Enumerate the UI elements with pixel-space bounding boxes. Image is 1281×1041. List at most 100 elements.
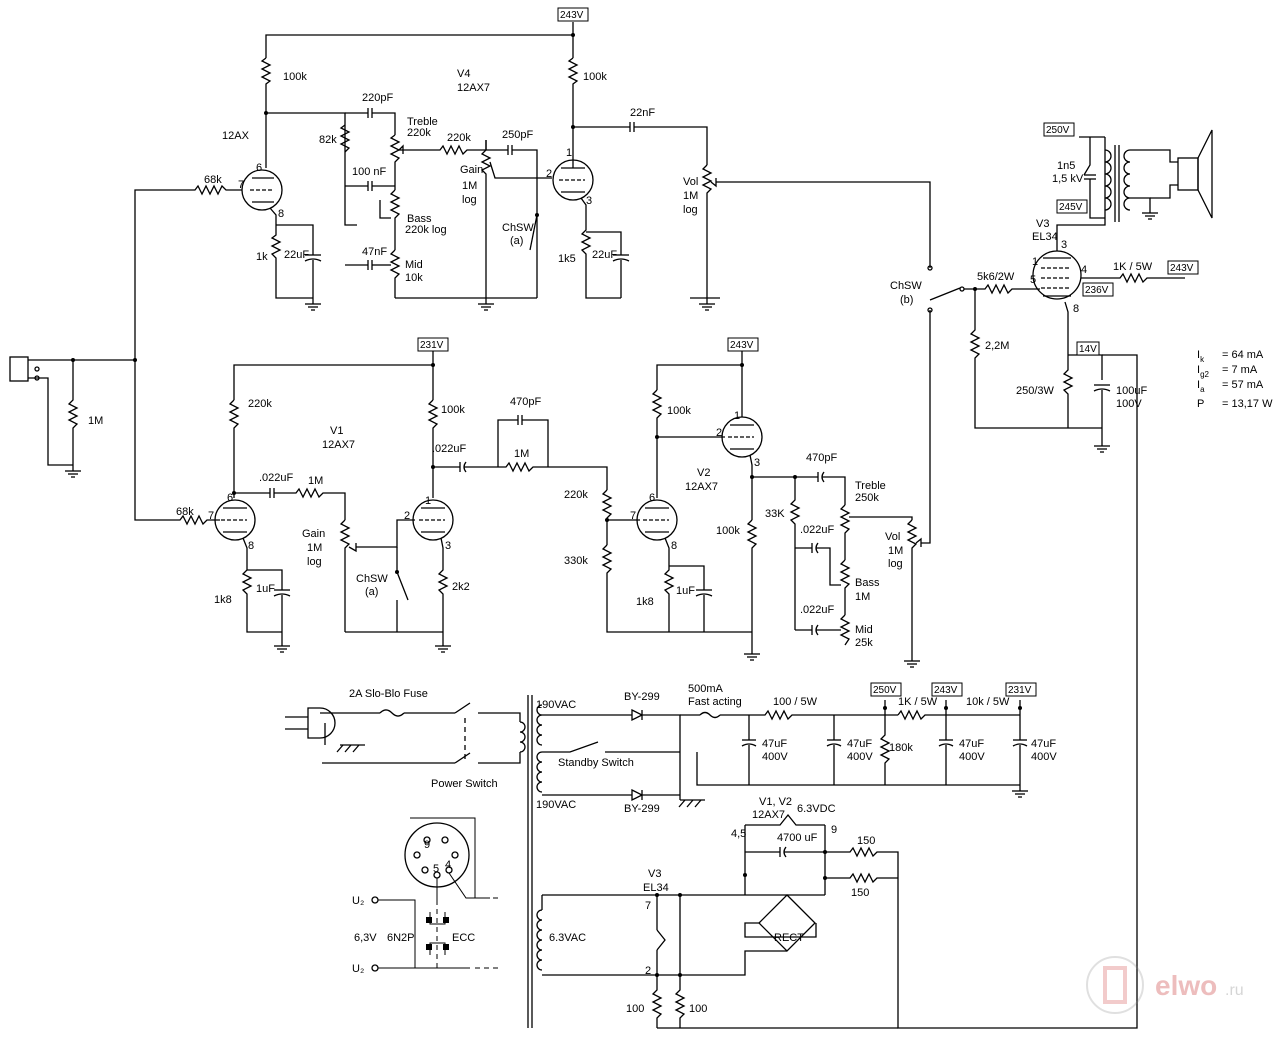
- svg-text:1M: 1M: [307, 542, 322, 554]
- svg-text:1uF: 1uF: [256, 583, 275, 595]
- svg-text:2: 2: [546, 168, 552, 180]
- svg-text:22uF: 22uF: [592, 249, 617, 261]
- svg-text:12AX7: 12AX7: [685, 481, 718, 493]
- svg-text:ECC: ECC: [452, 932, 475, 944]
- svg-text:250pF: 250pF: [502, 129, 533, 141]
- svg-text:.022uF: .022uF: [432, 443, 467, 455]
- svg-text:6.3VDC: 6.3VDC: [797, 803, 836, 815]
- svg-text:BY-299: BY-299: [624, 803, 660, 815]
- svg-text:8: 8: [278, 208, 284, 220]
- svg-text:243V: 243V: [730, 340, 754, 351]
- svg-text:(a): (a): [510, 235, 523, 247]
- svg-text:6,3V: 6,3V: [354, 932, 377, 944]
- svg-text:150: 150: [851, 887, 869, 899]
- svg-text:EL34: EL34: [1032, 231, 1058, 243]
- svg-text:U₂: U₂: [352, 963, 364, 975]
- svg-text:log: log: [462, 194, 477, 206]
- svg-text:1: 1: [425, 495, 431, 507]
- svg-text:250V: 250V: [1046, 125, 1070, 136]
- svg-text:V1, V2: V1, V2: [759, 796, 792, 808]
- svg-text:5: 5: [433, 863, 439, 875]
- v1-right-tube: [412, 499, 454, 541]
- svg-text:180k: 180k: [889, 742, 913, 754]
- svg-text:BY-299: BY-299: [624, 691, 660, 703]
- svg-text:2: 2: [404, 510, 410, 522]
- svg-text:V1: V1: [330, 425, 343, 437]
- svg-text:100 nF: 100 nF: [352, 166, 387, 178]
- svg-text:3: 3: [1061, 239, 1067, 251]
- svg-text:1: 1: [1032, 256, 1038, 268]
- svg-text:47nF: 47nF: [362, 246, 387, 258]
- svg-text:1k8: 1k8: [636, 596, 654, 608]
- svg-text:Fast acting: Fast acting: [688, 696, 742, 708]
- svg-text:7: 7: [238, 179, 244, 191]
- svg-text:1uF: 1uF: [676, 585, 695, 597]
- svg-text:1M: 1M: [855, 591, 870, 603]
- svg-text:220k: 220k: [407, 127, 431, 139]
- svg-text:12AX7: 12AX7: [322, 439, 355, 451]
- svg-text:elwo: elwo: [1155, 970, 1217, 1001]
- svg-text:47uF: 47uF: [847, 738, 872, 750]
- svg-text:1M: 1M: [88, 415, 103, 427]
- svg-text:100k: 100k: [283, 71, 307, 83]
- svg-text:8: 8: [1073, 303, 1079, 315]
- svg-text:2,2M: 2,2M: [985, 340, 1009, 352]
- svg-text:4: 4: [445, 859, 451, 871]
- svg-text:400V: 400V: [847, 751, 873, 763]
- svg-text:100V: 100V: [1116, 398, 1142, 410]
- output-labels: 1n5 1,5 kV V3 EL34 3 1 4 5 8 1K / 5W 5k6…: [890, 160, 1153, 410]
- svg-text:400V: 400V: [959, 751, 985, 763]
- svg-text:82k: 82k: [319, 134, 337, 146]
- svg-text:100k: 100k: [716, 525, 740, 537]
- svg-text:243V: 243V: [1170, 263, 1194, 274]
- svg-text:.ru: .ru: [1225, 982, 1244, 999]
- svg-text:3: 3: [586, 195, 592, 207]
- svg-text:10k: 10k: [405, 272, 423, 284]
- v2-labels: 100k V2 12AX7 220k 330k 6 7 8 1 2 3 100k…: [564, 405, 903, 649]
- svg-text:Power Switch: Power Switch: [431, 778, 498, 790]
- v1-left-tube: [214, 499, 256, 541]
- svg-text:1M: 1M: [514, 448, 529, 460]
- svg-text:Ia: Ia: [1197, 379, 1205, 394]
- svg-text:3: 3: [445, 540, 451, 552]
- svg-text:1M: 1M: [308, 475, 323, 487]
- svg-text:8: 8: [671, 540, 677, 552]
- svg-text:243V: 243V: [934, 685, 958, 696]
- svg-text:U₂: U₂: [352, 895, 364, 907]
- svg-text:= 13,17 W: = 13,17 W: [1222, 398, 1273, 410]
- svg-text:7: 7: [208, 510, 214, 522]
- svg-text:220k: 220k: [447, 132, 471, 144]
- svg-text:220k: 220k: [248, 398, 272, 410]
- svg-text:Treble: Treble: [407, 116, 438, 128]
- svg-text:7: 7: [630, 510, 636, 522]
- svg-text:V4: V4: [457, 68, 470, 80]
- svg-text:ChSW: ChSW: [356, 573, 388, 585]
- svg-text:100: 100: [626, 1003, 644, 1015]
- svg-text:236V: 236V: [1085, 285, 1109, 296]
- svg-text:log: log: [888, 558, 903, 570]
- svg-text:220k: 220k: [564, 489, 588, 501]
- svg-text:EL34: EL34: [643, 882, 669, 894]
- svg-text:Mid: Mid: [405, 259, 423, 271]
- svg-text:4700 uF: 4700 uF: [777, 832, 818, 844]
- svg-text:1K / 5W: 1K / 5W: [1113, 261, 1153, 273]
- svg-text:= 57 mA: = 57 mA: [1222, 379, 1264, 391]
- svg-text:.022uF: .022uF: [259, 472, 294, 484]
- svg-text:470pF: 470pF: [806, 452, 837, 464]
- svg-text:231V: 231V: [420, 340, 444, 351]
- svg-text:100k: 100k: [583, 71, 607, 83]
- svg-text:Vol: Vol: [885, 531, 900, 543]
- svg-text:68k: 68k: [176, 506, 194, 518]
- svg-text:1k8: 1k8: [214, 594, 232, 606]
- elwo-logo: [1086, 956, 1144, 1014]
- svg-text:22uF: 22uF: [284, 249, 309, 261]
- svg-text:500mA: 500mA: [688, 683, 724, 695]
- svg-text:Ig2: Ig2: [1197, 364, 1210, 379]
- svg-text:6N2P: 6N2P: [387, 932, 415, 944]
- tube-socket: [371, 817, 500, 972]
- svg-text:2A Slo-Blo Fuse: 2A Slo-Blo Fuse: [349, 688, 428, 700]
- v4-stage: [134, 22, 931, 360]
- power-supply: [285, 695, 1029, 1028]
- svg-text:1: 1: [734, 410, 740, 422]
